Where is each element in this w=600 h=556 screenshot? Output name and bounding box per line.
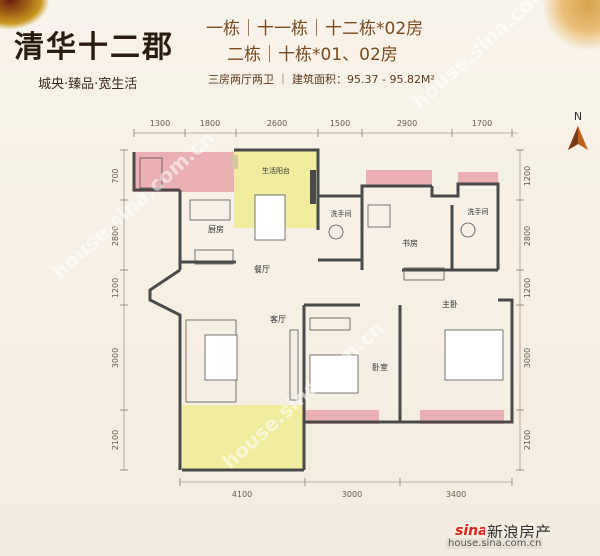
room-master: 主卧 xyxy=(442,299,458,309)
room-labels: 生活阳台 厨房 餐厅 客厅 洗手间 书房 洗手间 主卧 卧室 xyxy=(208,166,489,372)
brand-url: house.sina.com.cn xyxy=(446,538,544,549)
room-living: 客厅 xyxy=(270,314,286,324)
dim-top-2: 1800 xyxy=(200,119,220,128)
dim-right-2: 2800 xyxy=(523,226,532,246)
walls xyxy=(132,148,514,472)
room-service-balcony: 生活阳台 xyxy=(262,166,290,175)
dim-bottom-3: 3400 xyxy=(446,490,466,499)
dim-left-1: 700 xyxy=(111,168,120,183)
dim-top-5: 2900 xyxy=(397,119,417,128)
building-list-line1: 一栋｜十一栋｜十二栋*02房 xyxy=(206,19,424,39)
sina-logo-icon: sina xyxy=(455,523,485,539)
dim-right-4: 3000 xyxy=(523,348,532,368)
dim-top-4: 1500 xyxy=(330,119,350,128)
project-title: 清华十二郡 xyxy=(14,30,174,65)
dim-top-1: 1300 xyxy=(150,119,170,128)
compass-icon: N xyxy=(568,110,588,150)
dimension-labels: 1300 1800 2600 1500 2900 1700 4100 3000 … xyxy=(111,119,532,499)
unit-info: 三房两厅两卫 ｜ 建筑面积：95.37 - 95.82M² xyxy=(208,73,435,86)
room-bath-right: 洗手间 xyxy=(468,207,489,216)
dim-right-5: 2100 xyxy=(523,430,532,450)
svg-text:sina: sina xyxy=(455,523,485,539)
dim-left-3: 1200 xyxy=(111,278,120,298)
room-kitchen: 厨房 xyxy=(208,224,224,234)
compass-label: N xyxy=(574,110,582,123)
balcony-red-left xyxy=(134,152,234,192)
dim-left-5: 2100 xyxy=(111,430,120,450)
dim-left-4: 3000 xyxy=(111,348,120,368)
room-bedroom: 卧室 xyxy=(372,362,388,372)
wall-post xyxy=(310,170,316,204)
dim-right-3: 1200 xyxy=(523,278,532,298)
window-red-study xyxy=(366,170,432,186)
project-slogan: 城央·臻品·宽生活 xyxy=(38,77,138,92)
dim-bottom-2: 3000 xyxy=(342,490,362,499)
brand-name: 新浪房产 xyxy=(487,523,552,542)
room-dining: 餐厅 xyxy=(254,265,270,274)
decorative-flourish xyxy=(540,0,600,50)
dim-right-1: 1200 xyxy=(523,166,532,186)
dim-top-3: 2600 xyxy=(267,119,287,128)
building-list-line2: 二栋｜十栋*01、02房 xyxy=(227,45,398,65)
dim-bottom-1: 4100 xyxy=(232,490,252,499)
dim-top-6: 1700 xyxy=(472,119,492,128)
window-red-bath xyxy=(458,172,498,184)
front-balcony-area xyxy=(182,405,304,471)
room-study: 书房 xyxy=(402,238,418,248)
room-bath-left: 洗手间 xyxy=(331,209,352,218)
furniture xyxy=(139,157,504,403)
dim-left-2: 2800 xyxy=(111,226,120,246)
dimension-lines xyxy=(120,129,524,486)
